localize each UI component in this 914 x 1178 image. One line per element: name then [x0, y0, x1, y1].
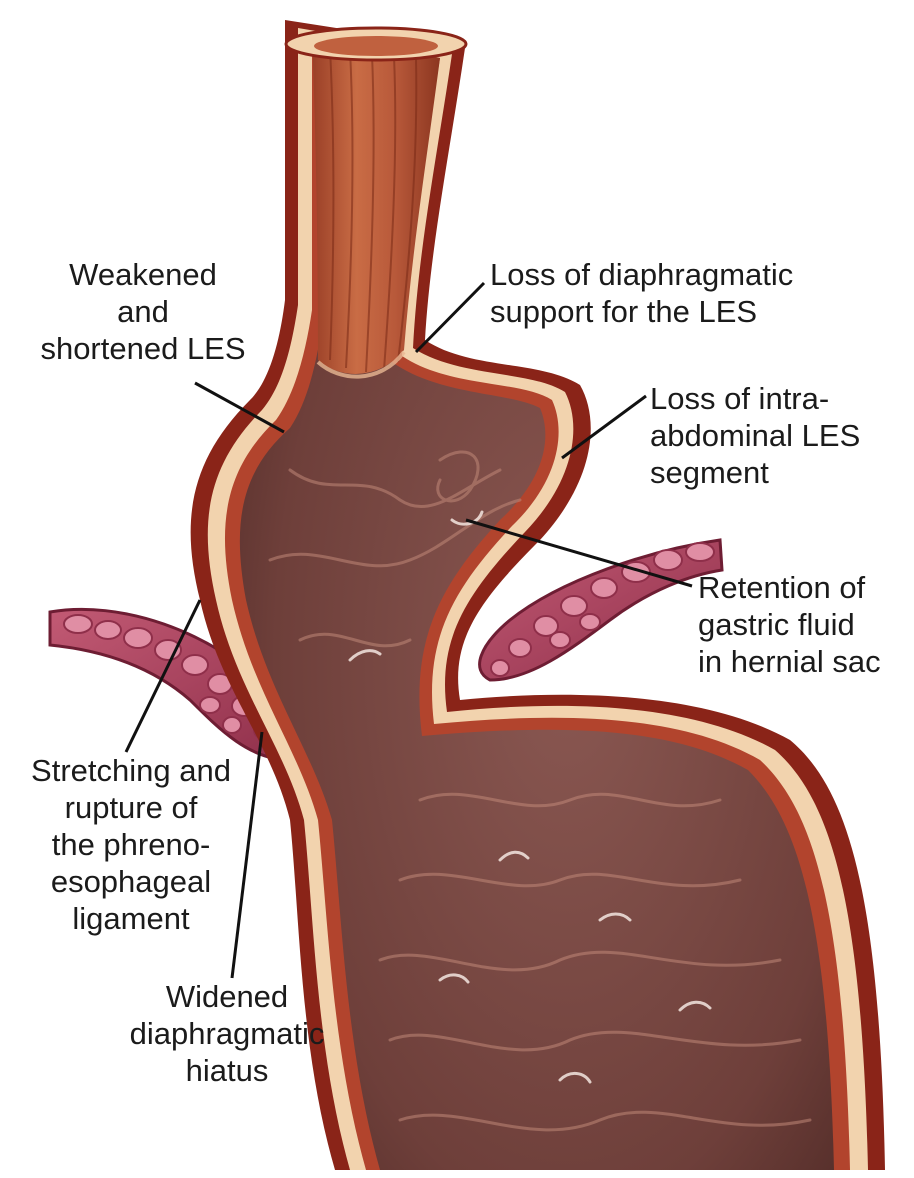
label-line: diaphragmatic [112, 1015, 342, 1052]
label-line: Retention of [698, 569, 914, 606]
label-loss-intra-abdominal-les: Loss of intra- abdominal LES segment [650, 380, 910, 491]
label-line: Weakened [8, 256, 278, 293]
label-retention-gastric-fluid: Retention of gastric fluid in hernial sa… [698, 569, 914, 680]
label-line: Widened [112, 978, 342, 1015]
label-line: shortened LES [8, 330, 278, 367]
label-line: and [8, 293, 278, 330]
label-line: esophageal [6, 863, 256, 900]
label-loss-diaphragmatic-support: Loss of diaphragmatic support for the LE… [490, 256, 910, 330]
label-line: rupture of [6, 789, 256, 826]
label-line: support for the LES [490, 293, 910, 330]
label-line: the phreno- [6, 826, 256, 863]
label-line: in hernial sac [698, 643, 914, 680]
label-stretching-rupture-ligament: Stretching and rupture of the phreno- es… [6, 752, 256, 937]
label-line: Stretching and [6, 752, 256, 789]
label-line: Loss of intra- [650, 380, 910, 417]
label-line: Loss of diaphragmatic [490, 256, 910, 293]
label-line: abdominal LES [650, 417, 910, 454]
label-line: ligament [6, 900, 256, 937]
label-weakened-les: Weakened and shortened LES [8, 256, 278, 367]
label-line: gastric fluid [698, 606, 914, 643]
label-line: hiatus [112, 1052, 342, 1089]
label-widened-hiatus: Widened diaphragmatic hiatus [112, 978, 342, 1089]
label-line: segment [650, 454, 910, 491]
